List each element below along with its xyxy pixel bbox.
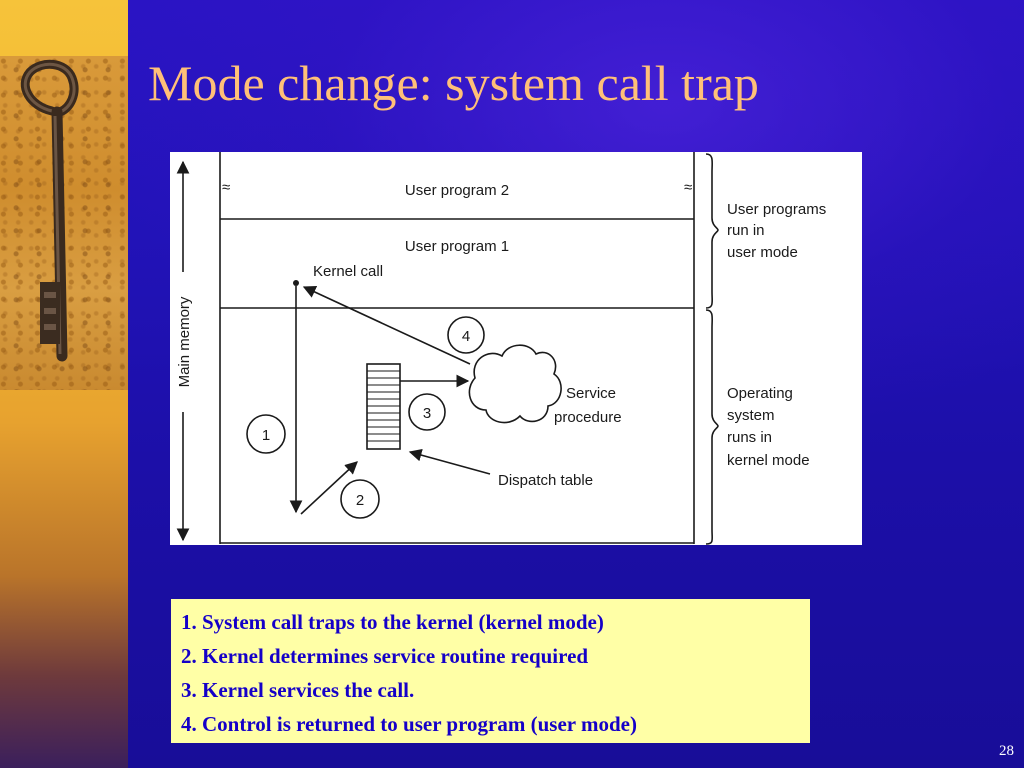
user-mode-text-3: user mode [727, 244, 798, 261]
kernel-call-label: Kernel call [313, 263, 383, 280]
step-2-circle [340, 479, 380, 519]
page-number: 28 [999, 743, 1014, 759]
caption-line-2: 2. Kernel determines service routine req… [181, 644, 589, 668]
caption-line-4: 4. Control is returned to user program (… [181, 712, 637, 736]
step-1-circle [246, 414, 286, 454]
caption-line-3: 3. Kernel services the call. [181, 678, 415, 702]
service-procedure-line1: Service [566, 385, 616, 402]
dispatch-arrow [300, 461, 358, 515]
step-1-label: 1 [262, 427, 270, 444]
kernel-mode-text-4: kernel mode [727, 452, 810, 469]
user-mode-brace [705, 153, 719, 309]
slide-title: Mode change: system call trap [148, 55, 759, 111]
dispatch-table-pointer [408, 448, 491, 475]
dispatch-table [366, 363, 401, 450]
user-program-1-label: User program 1 [405, 238, 509, 255]
kernel-mode-brace [705, 309, 719, 545]
break-symbol-left: ≈ [222, 179, 230, 196]
kernel-call-point [293, 280, 299, 286]
key-illustration [20, 59, 79, 362]
kernel-mode-text-3: runs in [727, 429, 772, 446]
kernel-mode-text-2: system [727, 407, 775, 424]
return-arrow [302, 286, 471, 365]
key-photo [0, 56, 128, 390]
dispatch-table-label: Dispatch table [498, 472, 593, 489]
user-mode-text-1: User programs [727, 201, 826, 218]
memory-label-mask [173, 272, 193, 412]
step-3-circle [408, 393, 446, 431]
system-call-diagram: Main memory ≈ ≈ User program 2 User prog… [170, 152, 862, 545]
step-4-circle [447, 316, 485, 354]
kernel-mode-text-1: Operating [727, 385, 793, 402]
step-2-label: 2 [356, 492, 364, 509]
user-program-2-label: User program 2 [405, 182, 509, 199]
step-4-label: 4 [462, 328, 470, 345]
diagram-svg: Main memory ≈ ≈ User program 2 User prog… [173, 152, 826, 545]
caption-box: 1. System call traps to the kernel (kern… [171, 599, 810, 743]
service-procedure-cloud [468, 344, 562, 424]
main-memory-label: Main memory [176, 296, 193, 387]
step-3-label: 3 [423, 405, 431, 422]
service-procedure-line2: procedure [554, 409, 622, 426]
user-mode-text-2: run in [727, 222, 765, 239]
break-symbol-right: ≈ [684, 179, 692, 196]
caption-line-1: 1. System call traps to the kernel (kern… [181, 610, 604, 634]
